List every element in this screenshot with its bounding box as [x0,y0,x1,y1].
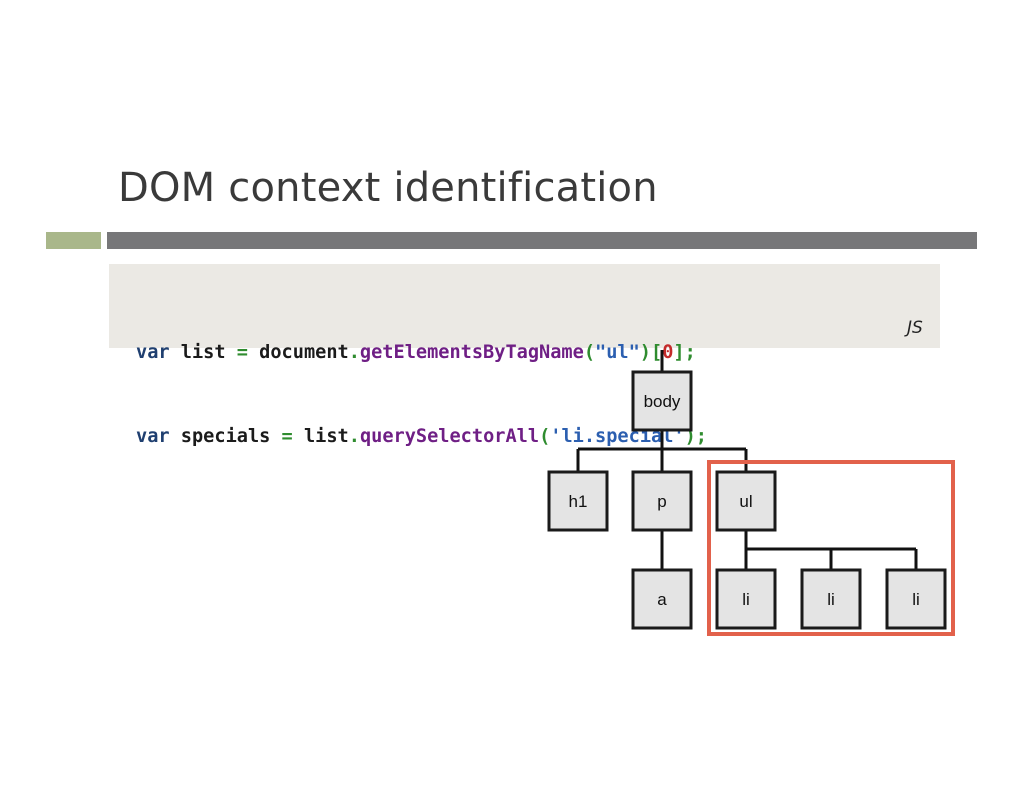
title-underline-bar [107,232,977,249]
node-p-label: p [657,492,666,511]
title-underline-accent [46,232,101,249]
language-label: JS [907,318,923,338]
node-ul-label: ul [739,492,752,511]
node-li-3-label: li [912,590,920,609]
node-h1-label: h1 [569,492,588,511]
code-token: )[ [639,342,663,363]
code-text: var list = document.getElementsByTagName… [136,283,707,479]
code-token: list [169,342,237,363]
node-h1 [547,470,609,532]
node-a [631,568,693,630]
code-token: var [136,426,170,447]
code-token: list [292,426,349,447]
code-token: "ul" [595,342,640,363]
node-body-label: body [644,392,681,411]
code-token: . [348,426,360,447]
selection-highlight-box [707,460,955,636]
code-token: ( [583,342,596,363]
node-li-2-label: li [827,590,835,609]
code-token: var [136,342,170,363]
code-line-2: var specials = list.querySelectorAll('li… [136,423,707,451]
node-li-3 [885,568,947,630]
node-li-1 [715,568,777,630]
code-token: . [348,342,360,363]
node-a-label: a [657,590,667,609]
code-token: = [281,426,293,447]
code-token: querySelectorAll [359,426,540,447]
code-token: 0 [662,342,674,363]
code-token: ( [539,426,551,447]
code-block [109,264,940,348]
node-p [631,470,693,532]
node-ul [715,470,777,532]
node-li-1-label: li [742,590,750,609]
code-token: ]; [673,342,696,363]
code-line-1: var list = document.getElementsByTagName… [136,339,707,367]
code-token: = [236,342,248,363]
code-token: document [247,342,349,363]
code-token: specials [169,426,282,447]
slide-title: DOM context identification [118,165,658,211]
code-token: getElementsByTagName [359,342,584,363]
node-body [631,370,693,432]
node-li-2 [800,568,862,630]
